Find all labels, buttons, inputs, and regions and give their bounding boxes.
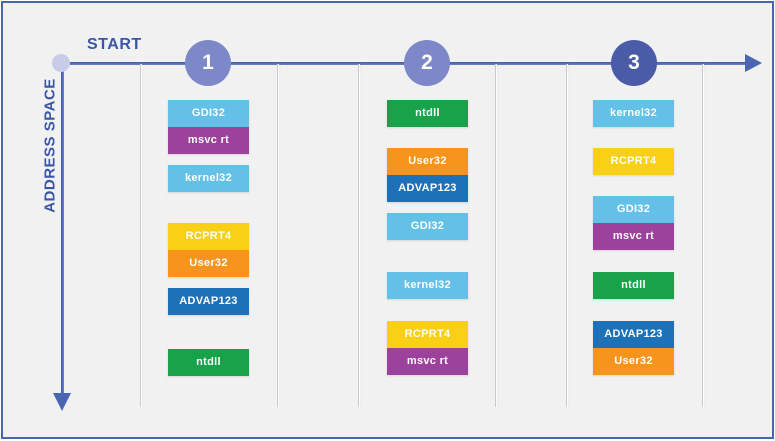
lane-separator: [566, 64, 567, 407]
lane-separator: [358, 64, 359, 407]
address-space-axis-line: [61, 63, 64, 395]
boot-marker-3: 3: [611, 40, 657, 86]
module-block-user32: User32: [387, 148, 468, 175]
boot-marker-2-label: 2: [421, 51, 433, 74]
module-block-advap123: ADVAP123: [168, 288, 249, 315]
module-block-kernel32: kernel32: [593, 100, 674, 127]
module-block-ntdll: ntdll: [387, 100, 468, 127]
boot-marker-2: 2: [404, 40, 450, 86]
boot-marker-1-label: 1: [202, 51, 214, 74]
module-block-gdi32: GDI32: [593, 196, 674, 223]
timeline-start-dot-icon: [52, 54, 70, 72]
module-block-rcprt4: RCPRT4: [387, 321, 468, 348]
module-block-rcprt4: RCPRT4: [168, 223, 249, 250]
lane-separator: [495, 64, 496, 407]
module-block-gdi32: GDI32: [387, 213, 468, 240]
module-block-msvc-rt: msvc rt: [593, 223, 674, 250]
module-block-user32: User32: [593, 348, 674, 375]
module-block-gdi32: GDI32: [168, 100, 249, 127]
module-block-kernel32: kernel32: [387, 272, 468, 299]
lane-separator: [140, 64, 141, 407]
start-label: START: [87, 36, 142, 53]
boot-marker-1: 1: [185, 40, 231, 86]
right-arrowhead-icon: [745, 54, 762, 72]
module-block-ntdll: ntdll: [593, 272, 674, 299]
module-block-advap123: ADVAP123: [593, 321, 674, 348]
module-block-advap123: ADVAP123: [387, 175, 468, 202]
address-space-axis-label: ADDRESS SPACE: [41, 78, 59, 213]
module-block-kernel32: kernel32: [168, 165, 249, 192]
boot-marker-3-label: 3: [628, 51, 640, 74]
module-block-user32: User32: [168, 250, 249, 277]
down-arrowhead-icon: [53, 393, 71, 411]
module-block-ntdll: ntdll: [168, 349, 249, 376]
lane-separator: [277, 64, 278, 407]
module-block-msvc-rt: msvc rt: [387, 348, 468, 375]
module-block-rcprt4: RCPRT4: [593, 148, 674, 175]
module-block-msvc-rt: msvc rt: [168, 127, 249, 154]
lane-separator: [702, 64, 703, 407]
